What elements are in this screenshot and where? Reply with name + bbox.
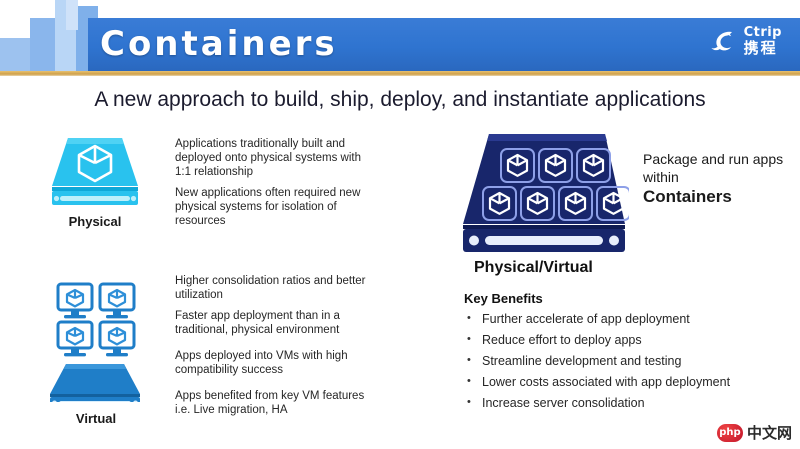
virtual-paragraph-2: Faster app deployment than in a traditio… xyxy=(175,310,340,336)
key-benefits-title: Key Benefits xyxy=(464,291,543,306)
list-item: Streamline development and testing xyxy=(464,350,784,372)
virtual-paragraph-1: Higher consolidation ratios and better u… xyxy=(175,275,366,301)
virtual-paragraph-3: Apps deployed into VMs with high compati… xyxy=(175,350,348,376)
list-item: Further accelerate of app deployment xyxy=(464,308,784,330)
watermark: php 中文网 xyxy=(716,422,792,443)
php-badge-icon: php xyxy=(716,423,743,442)
ctrip-logo-en: Ctrip xyxy=(743,25,782,40)
virtual-machines-icon xyxy=(44,282,148,409)
physical-paragraph-1: Applications traditionally built and dep… xyxy=(175,138,362,178)
gold-divider xyxy=(0,71,800,76)
ctrip-wordmark: Ctrip 携程 xyxy=(744,26,782,56)
list-item: Increase server consolidation xyxy=(464,392,784,414)
container-server-icon xyxy=(459,132,631,259)
virtual-paragraph-4: Apps benefited from key VM features i.e.… xyxy=(175,390,365,416)
virtual-label: Virtual xyxy=(75,411,117,426)
watermark-text: 中文网 xyxy=(746,424,792,442)
physical-server-icon xyxy=(46,134,144,217)
package-run-line: Package and run apps within xyxy=(643,151,784,185)
key-benefits-list: Further accelerate of app deployment Red… xyxy=(464,308,784,414)
ctrip-logo-cn: 携程 xyxy=(743,39,778,57)
containers-emphasis: Containers xyxy=(643,187,732,206)
header-bar xyxy=(88,18,800,71)
ctrip-dolphin-icon xyxy=(709,26,739,56)
page-title: Containers xyxy=(100,24,338,64)
slide-subtitle: A new approach to build, ship, deploy, a… xyxy=(94,88,706,111)
package-run-text: Package and run apps within Containers xyxy=(643,150,793,206)
list-item: Reduce effort to deploy apps xyxy=(464,329,784,351)
physical-label: Physical xyxy=(68,214,122,229)
list-item: Lower costs associated with app deployme… xyxy=(464,371,784,393)
ctrip-logo: Ctrip 携程 xyxy=(709,26,782,56)
physical-virtual-caption: Physical/Virtual xyxy=(474,259,593,276)
physical-paragraph-2: New applications often required new phys… xyxy=(175,187,361,227)
